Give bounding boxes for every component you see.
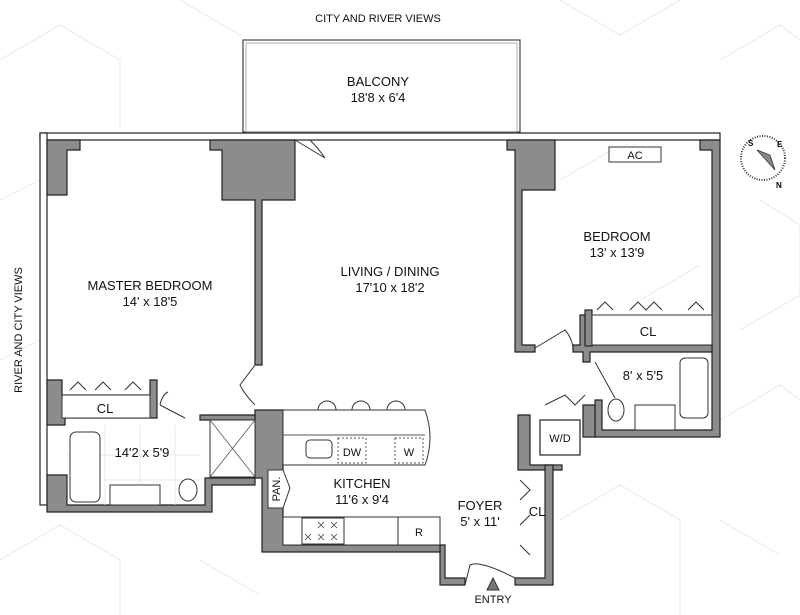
- balcony: [242, 39, 521, 133]
- svg-text:E: E: [777, 140, 783, 149]
- refrigerator-label: R: [415, 527, 423, 539]
- ac-label: AC: [627, 150, 642, 162]
- closet-door-marks: [69, 301, 705, 556]
- stove: [301, 517, 345, 545]
- bedroom-name: BEDROOM: [583, 229, 650, 244]
- compass-icon: S E N: [740, 135, 786, 190]
- doors: [159, 139, 616, 586]
- balcony-size: 18'8 x 6'4: [351, 90, 406, 105]
- master-toilet: [178, 478, 198, 502]
- bedroom-closet: [591, 314, 713, 346]
- kitchen-name: KITCHEN: [333, 476, 390, 491]
- exterior-windows: [39, 132, 721, 506]
- bedroom-closet-label: CL: [640, 324, 657, 339]
- master-bedroom-name: MASTER BEDROOM: [88, 278, 213, 293]
- bathtub: [679, 357, 709, 419]
- bath-toilet: [607, 398, 625, 422]
- entry-arrow-icon: [486, 576, 500, 591]
- entry-label: ENTRY: [474, 594, 512, 606]
- foyer-name: FOYER: [458, 498, 503, 513]
- foyer-closet-label: CL: [529, 504, 546, 519]
- dishwasher-label: DW: [343, 447, 362, 459]
- svg-text:N: N: [776, 181, 782, 190]
- master-bath-size: 14'2 x 5'9: [115, 445, 170, 460]
- kitchen-island: [282, 400, 431, 466]
- master-closet-label: CL: [97, 401, 114, 416]
- bath-size: 8' x 5'5: [623, 368, 663, 383]
- master-vanity: [109, 484, 161, 506]
- living-dining-size: 17'10 x 18'2: [355, 280, 424, 295]
- top-view-label: CITY AND RIVER VIEWS: [315, 13, 441, 25]
- bedroom-size: 13' x 13'9: [590, 245, 645, 260]
- washer-label: W: [404, 447, 415, 459]
- refrigerator: [397, 516, 441, 546]
- master-bathtub: [69, 431, 101, 503]
- ac-unit: [608, 146, 662, 163]
- washer-dryer-label: W/D: [549, 433, 570, 445]
- master-bedroom-size: 14' x 18'5: [123, 294, 178, 309]
- left-view-label: RIVER AND CITY VIEWS: [13, 267, 25, 393]
- pantry: [267, 469, 291, 509]
- living-dining-name: LIVING / DINING: [341, 264, 440, 279]
- svg-text:S: S: [748, 139, 754, 148]
- balcony-name: BALCONY: [347, 74, 409, 89]
- foyer-size: 5' x 11': [460, 514, 499, 529]
- kitchen-size: 11'6 x 9'4: [335, 492, 389, 507]
- master-closet: [61, 394, 151, 419]
- pantry-label: PAN.: [271, 477, 283, 502]
- bath-vanity: [634, 404, 676, 431]
